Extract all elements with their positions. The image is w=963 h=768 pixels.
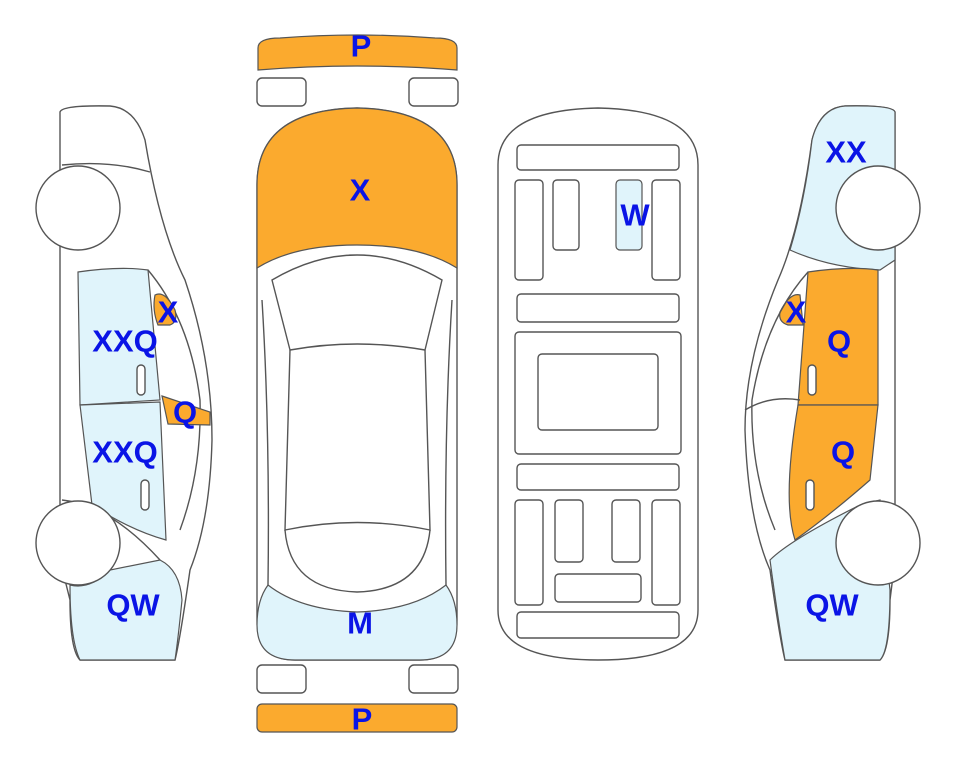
- right-rear-wheel: [835, 500, 921, 586]
- right-front-fender-label: XX: [825, 134, 867, 170]
- interior-view: [497, 107, 699, 661]
- left-front-wheel: [35, 165, 121, 251]
- left-rear-wheel: [35, 500, 121, 586]
- interior-seat-panel[interactable]: [615, 179, 643, 251]
- right-mirror-label: X: [785, 294, 807, 330]
- rear-panel-label: M: [347, 605, 373, 641]
- left-pillar-label: Q: [172, 394, 198, 430]
- rear-bumper-label: P: [351, 701, 373, 737]
- right-side-view: [744, 105, 921, 661]
- left-rear-door-label: XXQ: [92, 434, 158, 470]
- right-rear-door-label: Q: [830, 434, 856, 470]
- right-front-wheel: [835, 165, 921, 251]
- top-view: [256, 34, 459, 733]
- left-mirror-label: X: [157, 294, 179, 330]
- hood-panel[interactable]: [256, 107, 458, 270]
- rear-panel[interactable]: [256, 584, 458, 661]
- front-bumper-panel[interactable]: [257, 34, 458, 71]
- rear-bumper-panel[interactable]: [256, 703, 458, 733]
- right-rear-quarter-label: QW: [805, 587, 859, 623]
- right-front-door-label: Q: [826, 323, 852, 359]
- left-pillar-panel[interactable]: [161, 395, 211, 426]
- left-mirror-panel[interactable]: [153, 293, 177, 326]
- left-front-door-label: XXQ: [92, 323, 158, 359]
- right-front-door-panel[interactable]: [797, 267, 879, 406]
- left-rear-quarter-label: QW: [106, 587, 160, 623]
- front-bumper-label: P: [350, 28, 372, 64]
- left-side-view: [35, 105, 213, 661]
- interior-seat-label: W: [620, 197, 650, 233]
- hood-label: X: [349, 172, 371, 208]
